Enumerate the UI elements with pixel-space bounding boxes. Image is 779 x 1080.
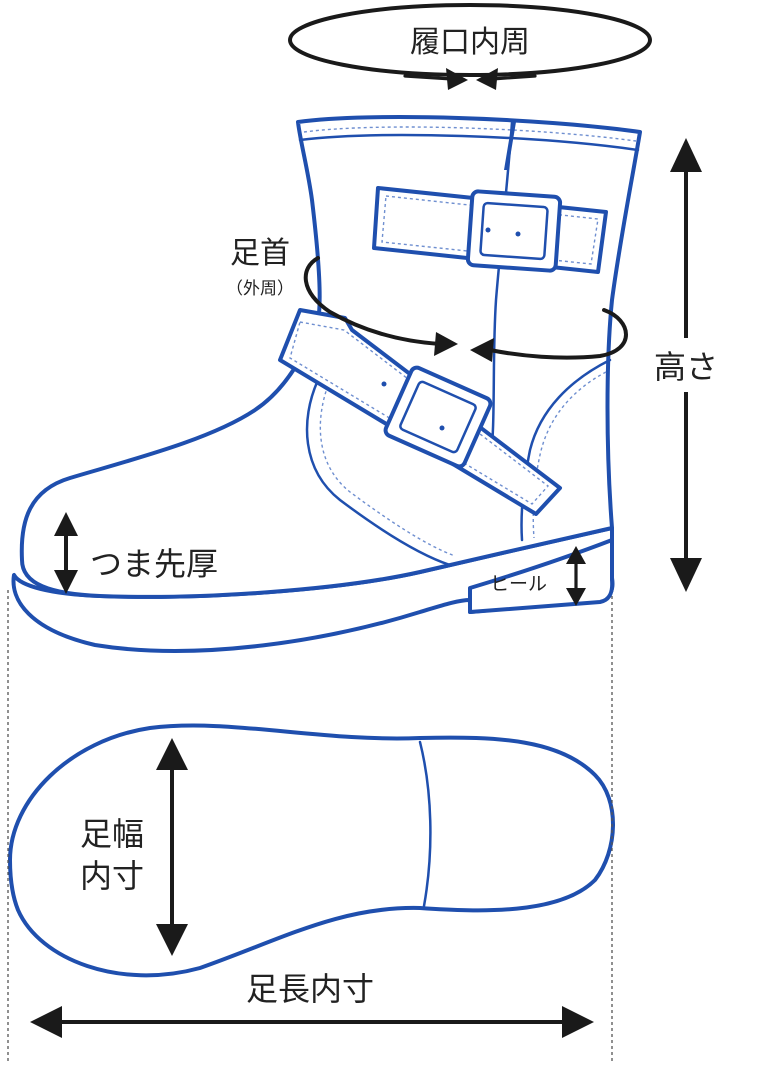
height-arrow (654, 138, 718, 592)
ankle-note-label: （外周） (226, 279, 294, 299)
boot-side-view (11, 115, 642, 653)
upper-buckle (465, 189, 563, 273)
sole-outline (8, 723, 615, 978)
foot-length-label: 足長内寸 (246, 970, 374, 1008)
opening-circumference-marker (288, 3, 652, 90)
toe-thickness-label: つま先厚 (90, 545, 218, 583)
foot-width-label-line2: 内寸 (80, 857, 144, 895)
boot-collar (298, 133, 640, 152)
upper-strap (372, 186, 608, 274)
boot-rear-panel-seam (520, 358, 612, 542)
boot-sole-top-view (8, 723, 615, 978)
heel-label: ヒール (490, 573, 547, 595)
foot-width-arrow (156, 738, 188, 956)
toe-thickness-arrow (54, 512, 78, 594)
sole-heel-divider (418, 740, 432, 908)
boot-side-panel-seam (305, 378, 452, 567)
foot-length-arrow (30, 1006, 594, 1038)
foot-width-label-line1: 足幅 (80, 815, 144, 853)
lower-buckle (383, 365, 493, 469)
height-label: 高さ (654, 348, 718, 386)
heel-height-arrow (566, 546, 586, 606)
opening-circumference-label: 履口内周 (410, 25, 530, 60)
ankle-label: 足首 (230, 236, 290, 271)
boot-zipper-seam (488, 120, 514, 472)
ankle-circumference-marker (303, 256, 628, 362)
